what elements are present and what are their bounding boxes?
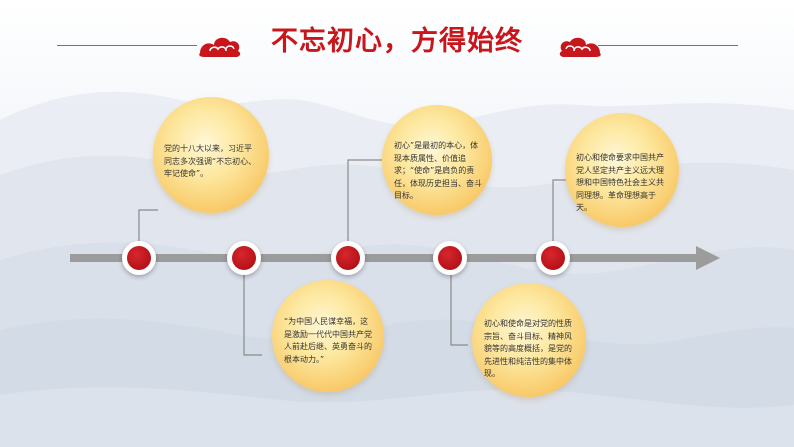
event-text-1: 党的十八大以来，习近平同志多次强调“不忘初心、牢记使命”。 xyxy=(164,144,257,178)
page-title: 不忘初心，方得始终 xyxy=(271,26,523,57)
event-text-4: 初心和使命是对党的性质宗旨、奋斗目标、精神风貌等的高度概括，是党的先进性和纯洁性… xyxy=(484,319,572,378)
timeline-arrow-icon xyxy=(696,246,720,270)
event-circle-4 xyxy=(472,283,586,397)
event-text-2: “为中国人民谋幸福，这是激励一代代中国共产党人前赴后继、英勇奋斗的根本动力。” xyxy=(284,317,372,364)
timeline-node-1 xyxy=(122,241,156,275)
timeline-node-2 xyxy=(227,241,261,275)
auspicious-cloud-icon xyxy=(199,37,241,57)
connector-2 xyxy=(243,258,262,356)
auspicious-cloud-icon xyxy=(559,37,601,57)
title-line-right xyxy=(598,45,738,46)
connector-4 xyxy=(450,258,468,346)
event-circle-5 xyxy=(565,113,679,227)
timeline-node-5 xyxy=(536,241,570,275)
event-circle-1 xyxy=(153,97,269,213)
title-line-left xyxy=(57,45,197,46)
event-circle-3 xyxy=(382,105,492,215)
event-text-5: 初心和使命要求中国共产党人坚定共产主义远大理想和中国特色社会主义共同理想。革命理… xyxy=(576,153,664,212)
timeline-node-4 xyxy=(433,241,467,275)
event-circle-2 xyxy=(272,280,384,392)
connector-3 xyxy=(347,159,382,258)
event-text-3: 初心”是最初的本心，体现本质属性、价值追求；“使命”是肩负的责任，体现历史担当、… xyxy=(394,141,482,200)
timeline-node-3 xyxy=(331,241,365,275)
